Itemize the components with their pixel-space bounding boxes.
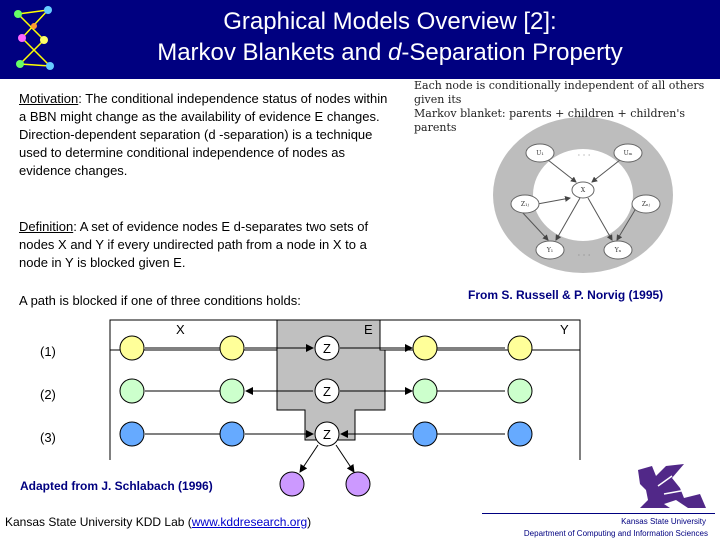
- department-name: Department of Computing and Information …: [523, 529, 708, 538]
- x-label: X: [176, 322, 185, 337]
- node-row1-4: [507, 335, 533, 361]
- markov-blanket-quote: Each node is conditionally independent o…: [414, 79, 716, 135]
- node-u1: [525, 143, 555, 163]
- node-z1j-label: Z₁ⱼ: [521, 201, 530, 208]
- node-x: [571, 181, 595, 199]
- footer-lab-prefix: Kansas State University KDD Lab (: [5, 515, 192, 529]
- ellipsis-top-icon: · · ·: [578, 151, 591, 160]
- node-row3-1: [119, 421, 145, 447]
- node-znj-label: Zₙⱼ: [642, 201, 651, 208]
- title-italic: d: [387, 39, 402, 66]
- blocked-intro: A path is blocked if one of three condit…: [19, 293, 301, 308]
- node-row2-4: [507, 378, 533, 404]
- motivation-paragraph: Motivation: The conditional independence…: [19, 91, 388, 178]
- page-title-line2: Markov Blankets and d-Separation Propert…: [70, 38, 710, 68]
- node-row2-1: [119, 378, 145, 404]
- node-row1-1: [119, 335, 145, 361]
- footer-lab: Kansas State University KDD Lab (www.kdd…: [5, 515, 311, 529]
- motivation-text: The conditional independence status of n…: [19, 91, 388, 178]
- node-um-label: Uₘ: [624, 150, 633, 157]
- node-row2-3: [412, 378, 438, 404]
- footer-divider: [482, 513, 715, 514]
- node-row3-3: [412, 421, 438, 447]
- schlabach-credit: Adapted from J. Schlabach (1996): [20, 479, 213, 493]
- network-logo-icon: [14, 6, 54, 70]
- node-y1-label: Y₁: [546, 247, 553, 254]
- node-znj: [631, 194, 661, 214]
- descendant-node-1: [279, 471, 305, 497]
- russell-norvig-credit: From S. Russell & P. Norvig (1995): [468, 288, 664, 302]
- markov-blanket-figure: U₁ Uₘ Z₁ⱼ Zₙⱼ X Y₁ Yₙ · · · · · ·: [493, 117, 673, 273]
- node-x-label: X: [581, 187, 586, 194]
- kdd-link[interactable]: www.kddresearch.org: [191, 515, 308, 529]
- z-node-row1-label: Z: [323, 341, 331, 356]
- node-row3-4: [507, 421, 533, 447]
- footer-lab-suffix: ): [307, 515, 312, 529]
- ellipsis-bottom-icon: · · ·: [578, 251, 591, 260]
- row2-label: (2): [40, 387, 56, 402]
- node-y1: [535, 240, 565, 260]
- motivation-label: Motivation: [19, 91, 79, 106]
- title-suffix: -Separation Property: [401, 39, 623, 66]
- node-row3-2: [219, 421, 245, 447]
- e-label: E: [364, 322, 373, 337]
- y-label: Y: [560, 322, 569, 337]
- node-row1-3: [412, 335, 438, 361]
- title-prefix: Markov Blankets and: [157, 39, 388, 66]
- z-node-row1: [314, 335, 340, 361]
- node-yn: [603, 240, 633, 260]
- row1-label: (1): [40, 344, 56, 359]
- title-bar: [0, 0, 720, 79]
- definition-text: A set of evidence nodes E d-separates tw…: [19, 219, 369, 270]
- node-row2-2: [219, 378, 245, 404]
- z-node-row2-label: Z: [323, 384, 331, 399]
- descendant-node-2: [345, 471, 371, 497]
- university-name: Kansas State University: [621, 517, 706, 526]
- node-yn-label: Yₙ: [614, 247, 622, 254]
- node-z1j: [510, 194, 540, 214]
- quote-line1: Each node is conditionally independent o…: [414, 79, 705, 106]
- page-title-line1: Graphical Models Overview [2]:: [223, 8, 557, 35]
- definition-label: Definition: [19, 219, 74, 234]
- node-u1-label: U₁: [536, 150, 543, 157]
- z-node-row3: [314, 421, 340, 447]
- definition-paragraph: Definition: A set of evidence nodes E d-…: [19, 219, 369, 270]
- node-row1-2: [219, 335, 245, 361]
- row3-label: (3): [40, 430, 56, 445]
- z-node-row3-label: Z: [323, 427, 331, 442]
- node-um: [613, 143, 643, 163]
- quote-line2: Markov blanket: parents + children + chi…: [414, 107, 686, 134]
- z-node-row2: [314, 378, 340, 404]
